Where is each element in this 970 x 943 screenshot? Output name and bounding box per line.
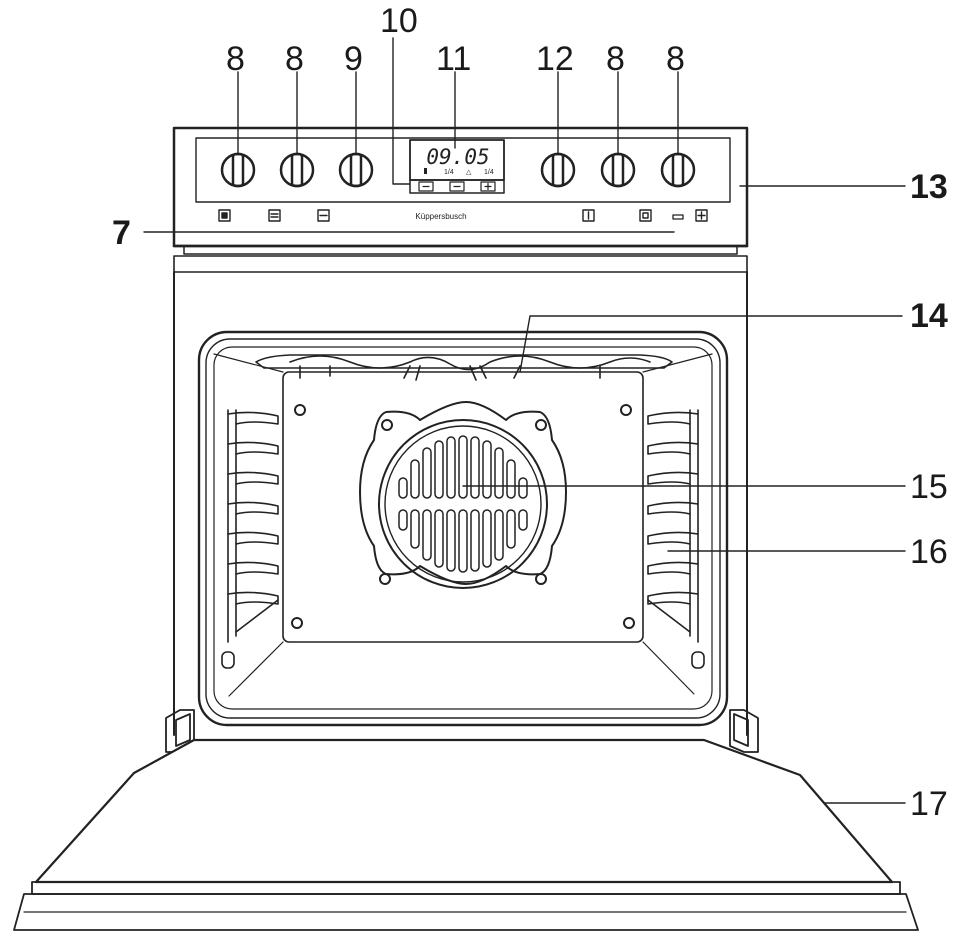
callout-9: 9	[344, 40, 363, 78]
indicator-lamp	[672, 214, 684, 220]
fan-cover	[359, 401, 567, 589]
callout-15: 15	[910, 468, 948, 506]
leader-lines	[143, 37, 906, 804]
knob-1	[220, 152, 256, 188]
callout-7: 7	[112, 214, 131, 252]
knob-2	[279, 152, 315, 188]
callout-12: 12	[536, 40, 574, 78]
svg-text:1/4: 1/4	[444, 169, 454, 176]
knob-3	[338, 152, 374, 188]
callout-8-knob-1: 8	[226, 40, 245, 78]
clock-buttons	[418, 181, 496, 192]
callout-8-knob-2: 8	[285, 40, 304, 78]
grill-element	[255, 354, 673, 381]
shelf-supports-left	[221, 409, 279, 669]
knob-6	[660, 152, 696, 188]
brand-logo: Küppersbusch	[415, 212, 466, 221]
callout-17: 17	[910, 785, 948, 823]
callout-16: 16	[910, 533, 948, 571]
control-panel	[172, 126, 749, 255]
callout-13: 13	[910, 168, 948, 206]
callout-8-knob-5: 8	[606, 40, 625, 78]
oven-door	[13, 738, 919, 931]
svg-text:△: △	[466, 169, 472, 176]
svg-text:1/4: 1/4	[484, 169, 494, 176]
knob-5	[600, 152, 636, 188]
clock-display: 09.05 1/4 △ 1/4	[409, 139, 505, 194]
function-symbols	[218, 209, 708, 222]
callout-14: 14	[910, 297, 948, 335]
callout-8-knob-6: 8	[666, 40, 685, 78]
callout-11: 11	[436, 40, 472, 78]
fan-grill-slots	[398, 435, 528, 573]
clock-time: 09.05	[426, 145, 489, 169]
knob-4	[540, 152, 576, 188]
callout-10: 10	[380, 2, 418, 40]
shelf-supports-right	[647, 409, 705, 669]
oven-cavity	[197, 330, 729, 727]
control-knobs	[220, 152, 696, 188]
oven-body	[173, 255, 748, 736]
